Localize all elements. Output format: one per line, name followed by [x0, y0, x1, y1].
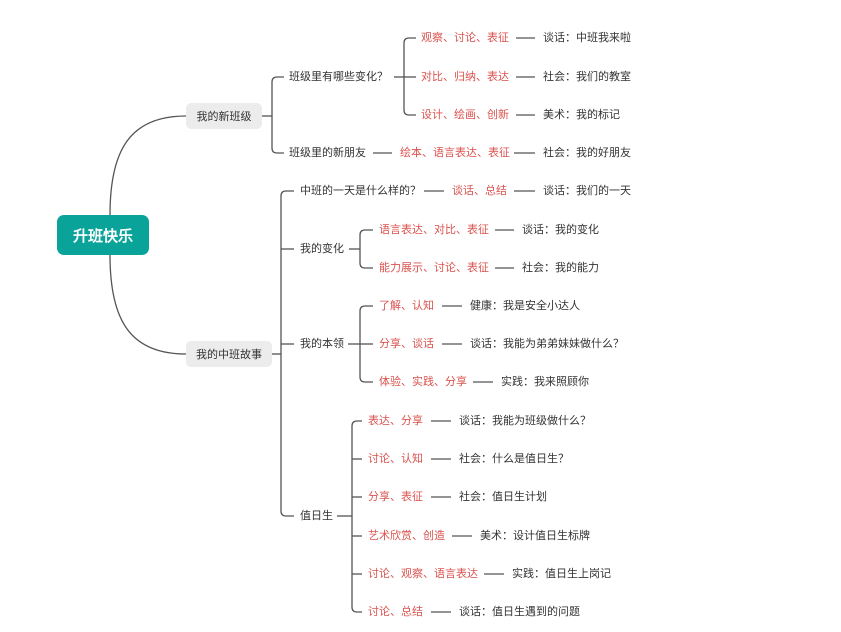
method-node[interactable]: 分享、谈话 — [379, 337, 434, 350]
branch0-brace-branch — [271, 76, 284, 116]
method-node[interactable]: 讨论、总结 — [368, 605, 423, 618]
method-node[interactable]: 语言表达、对比、表征 — [379, 223, 489, 236]
method-node[interactable]: 艺术欣赏、创造 — [368, 529, 445, 542]
topic-class-changes[interactable]: 班级里有哪些变化？ — [289, 70, 388, 83]
topic-duty-student[interactable]: 值日生 — [300, 509, 333, 522]
branch1-brace-branch — [280, 354, 294, 517]
topic-brace-branch — [359, 305, 373, 344]
method-node[interactable]: 了解、认知 — [379, 299, 434, 312]
activity-node[interactable]: 谈话：我能为弟弟妹妹做什么？ — [470, 337, 624, 350]
method-node[interactable]: 讨论、认知 — [368, 452, 423, 465]
topic-a-day[interactable]: 中班的一天是什么样的？ — [300, 184, 421, 197]
method-node[interactable]: 表达、分享 — [368, 414, 423, 427]
topic-brace-branch — [351, 420, 362, 516]
activity-node[interactable]: 谈话：中班我来啦 — [543, 31, 631, 44]
branch0-brace-branch — [271, 116, 284, 154]
topic-my-changes[interactable]: 我的变化 — [300, 242, 344, 255]
activity-node[interactable]: 美术：我的标记 — [543, 108, 620, 121]
method-node[interactable]: 观察、讨论、表征 — [421, 31, 509, 44]
root-link-top — [109, 115, 187, 216]
topic-my-skills[interactable]: 我的本领 — [300, 337, 344, 350]
root-link-bottom — [109, 254, 187, 355]
topic-brace-branch — [403, 77, 416, 116]
activity-node[interactable]: 社会：值日生计划 — [459, 490, 547, 503]
root-node[interactable]: 升班快乐 — [57, 215, 149, 255]
activity-node[interactable]: 实践：我来照顾你 — [501, 375, 589, 388]
branch-my-new-class[interactable]: 我的新班级 — [186, 103, 262, 129]
method-node[interactable]: 分享、表征 — [368, 490, 423, 503]
activity-node[interactable]: 社会：什么是值日生？ — [459, 452, 569, 465]
method-node[interactable]: 绘本、语言表达、表征 — [400, 146, 510, 159]
method-node[interactable]: 设计、绘画、创新 — [421, 108, 509, 121]
activity-node[interactable]: 谈话：我的变化 — [522, 223, 599, 236]
method-node[interactable]: 对比、归纳、表达 — [421, 70, 509, 83]
method-node[interactable]: 讨论、观察、语言表达 — [368, 567, 478, 580]
activity-node[interactable]: 谈话：值日生遇到的问题 — [459, 605, 580, 618]
activity-node[interactable]: 社会：我的好朋友 — [543, 146, 631, 159]
activity-node[interactable]: 谈话：我能为班级做什么？ — [459, 414, 591, 427]
topic-new-friends[interactable]: 班级里的新朋友 — [289, 146, 366, 159]
activity-node[interactable]: 健康：我是安全小达人 — [470, 299, 580, 312]
activity-node[interactable]: 美术：设计值日生标牌 — [480, 529, 590, 542]
method-node[interactable]: 谈话、总结 — [452, 184, 507, 197]
topic-brace-branch — [359, 249, 373, 269]
activity-node[interactable]: 谈话：我们的一天 — [543, 184, 631, 197]
topic-brace-branch — [359, 344, 373, 383]
branch-my-middle-class-story[interactable]: 我的中班故事 — [186, 341, 272, 367]
topic-brace-branch — [359, 229, 373, 249]
branch1-brace-branch — [280, 190, 294, 354]
activity-node[interactable]: 社会：我们的教室 — [543, 70, 631, 83]
activity-node[interactable]: 社会：我的能力 — [522, 261, 599, 274]
topic-brace-branch — [403, 37, 416, 77]
method-node[interactable]: 能力展示、讨论、表征 — [379, 261, 489, 274]
method-node[interactable]: 体验、实践、分享 — [379, 375, 467, 388]
topic-brace-branch — [351, 516, 362, 613]
activity-node[interactable]: 实践：值日生上岗记 — [512, 567, 611, 580]
